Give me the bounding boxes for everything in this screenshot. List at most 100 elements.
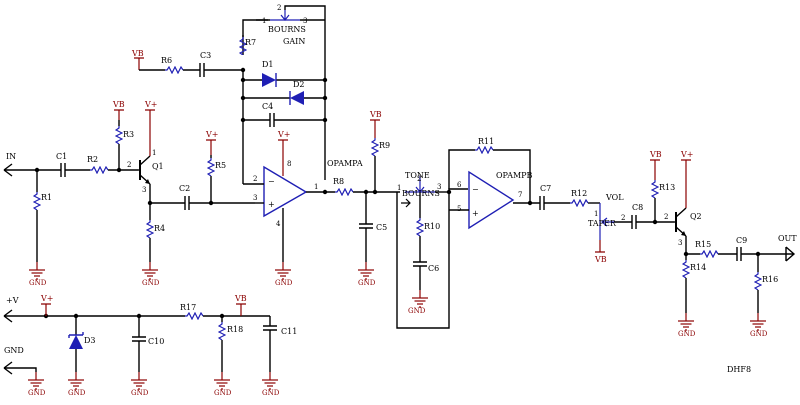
svg-text:C2: C2 xyxy=(179,184,190,193)
svg-text:2: 2 xyxy=(127,161,131,169)
ground-symbol xyxy=(411,290,429,308)
svg-text:−: − xyxy=(268,177,275,186)
svg-text:1: 1 xyxy=(397,184,401,192)
ground-symbol xyxy=(357,262,375,280)
svg-text:+V: +V xyxy=(6,296,19,305)
vb-net-r3: VB xyxy=(112,100,125,120)
ground-symbol xyxy=(749,313,767,331)
svg-text:6: 6 xyxy=(457,181,462,189)
svg-text:C1: C1 xyxy=(56,152,67,161)
c1-capacitor: C1 xyxy=(55,152,90,177)
ground-symbol xyxy=(130,372,148,390)
svg-text:VB: VB xyxy=(594,255,607,264)
svg-text:GND: GND xyxy=(262,389,280,397)
svg-text:GND: GND xyxy=(678,330,696,338)
junction xyxy=(446,189,452,195)
r12-resistor xyxy=(570,199,588,207)
svg-text:GAIN: GAIN xyxy=(283,37,305,46)
junction xyxy=(527,200,533,206)
svg-text:1: 1 xyxy=(594,210,598,218)
vplus-input-port: +V xyxy=(3,296,185,323)
ground-symbol xyxy=(67,372,85,390)
junction xyxy=(322,77,328,83)
vb-net-r13: VB xyxy=(649,150,662,180)
wire-q2-emitter xyxy=(685,236,737,255)
r1-resistor xyxy=(33,192,41,210)
r2-resistor xyxy=(90,166,108,174)
svg-text:3: 3 xyxy=(437,183,441,191)
c5-capacitor: C5 xyxy=(359,192,387,262)
svg-text:R5: R5 xyxy=(215,161,226,170)
svg-text:C5: C5 xyxy=(376,223,387,232)
svg-text:R14: R14 xyxy=(690,263,706,272)
svg-text:1: 1 xyxy=(152,149,156,157)
svg-text:2: 2 xyxy=(417,175,421,183)
svg-text:GND: GND xyxy=(358,279,376,287)
r16-resistor xyxy=(754,272,762,290)
svg-text:GND: GND xyxy=(275,279,293,287)
svg-text:GND: GND xyxy=(408,307,426,315)
r13-resistor xyxy=(651,180,659,198)
gain-potentiometer: 1 2 3 BOURNS GAIN xyxy=(256,4,307,46)
svg-text:R12: R12 xyxy=(571,189,587,198)
r10-resistor xyxy=(416,218,424,236)
svg-text:V+: V+ xyxy=(205,130,218,139)
svg-text:VB: VB xyxy=(131,49,144,58)
r14-resistor xyxy=(682,260,690,278)
vb-net-supply: VB xyxy=(234,294,247,316)
ground-symbol xyxy=(677,313,695,331)
output-port: OUT xyxy=(778,234,797,262)
svg-text:VB: VB xyxy=(369,110,382,119)
svg-text:C11: C11 xyxy=(281,327,297,336)
svg-text:C6: C6 xyxy=(428,264,439,273)
svg-text:2: 2 xyxy=(621,214,625,222)
svg-text:R9: R9 xyxy=(379,141,390,150)
r15-resistor xyxy=(700,250,718,258)
svg-text:2: 2 xyxy=(664,213,668,221)
svg-text:5: 5 xyxy=(457,205,461,213)
svg-text:C7: C7 xyxy=(540,184,551,193)
vplus-net-q2: V+ xyxy=(680,150,693,208)
vb-net-r6: VB xyxy=(131,49,144,70)
c7-capacitor: C7 xyxy=(539,184,570,210)
svg-text:2: 2 xyxy=(277,4,281,12)
tone-potentiometer: 1 2 3 TONE BOURNS xyxy=(397,171,441,208)
svg-text:V+: V+ xyxy=(277,130,290,139)
svg-text:VOL: VOL xyxy=(605,193,624,202)
svg-text:3: 3 xyxy=(303,17,307,25)
vplus-net-supply: V+ xyxy=(40,294,53,316)
q2-transistor: Q2 3 xyxy=(674,207,702,247)
svg-text:C3: C3 xyxy=(200,51,211,60)
d2-diode: D2 xyxy=(243,80,325,105)
svg-text:R8: R8 xyxy=(333,177,344,186)
svg-text:R18: R18 xyxy=(227,325,243,334)
wire-tone-box xyxy=(396,188,468,329)
c2-capacitor: C2 xyxy=(179,184,255,210)
svg-text:R11: R11 xyxy=(478,137,494,146)
junction xyxy=(322,189,328,195)
svg-text:C9: C9 xyxy=(736,236,747,245)
input-port: IN xyxy=(3,152,30,177)
c11-capacitor: C11 xyxy=(263,316,297,372)
svg-text:IN: IN xyxy=(6,152,16,161)
vplus-net-r5: V+ xyxy=(205,130,218,155)
svg-text:R7: R7 xyxy=(245,38,256,47)
svg-text:8: 8 xyxy=(287,160,291,168)
ground-symbol xyxy=(28,262,46,280)
c6-capacitor: C6 xyxy=(413,261,439,290)
c10-capacitor: C10 xyxy=(132,316,164,372)
vplus-net-q1: V+ xyxy=(144,100,157,156)
r3-resistor xyxy=(115,126,123,144)
svg-text:+: + xyxy=(472,209,479,218)
opampa: − + 2 3 1 8 4 OPAMPA xyxy=(253,159,363,228)
svg-text:3: 3 xyxy=(678,239,682,247)
r18-resistor xyxy=(218,322,226,340)
svg-text:VB: VB xyxy=(234,294,247,303)
d3-zener-diode: D3 xyxy=(68,316,96,372)
wire-gain-right xyxy=(284,5,326,180)
svg-text:OPAMPB: OPAMPB xyxy=(496,171,533,180)
svg-text:GND: GND xyxy=(28,389,46,397)
svg-text:GND: GND xyxy=(750,330,768,338)
r4-resistor xyxy=(146,220,154,238)
svg-text:R13: R13 xyxy=(659,183,675,192)
